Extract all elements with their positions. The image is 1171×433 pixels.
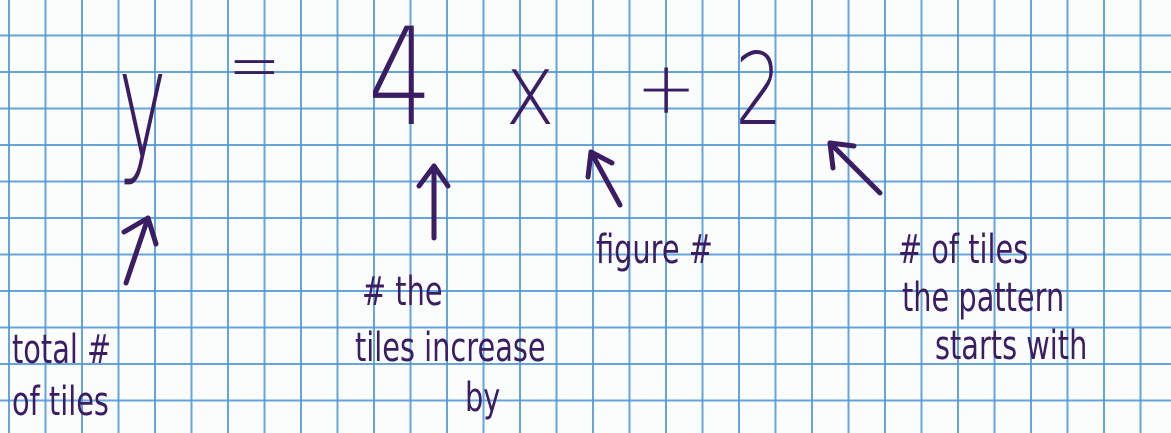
annotation-increase-line3: by bbox=[465, 375, 501, 421]
annotation-figure-number: figure # bbox=[596, 227, 713, 273]
arrow-to-x bbox=[585, 149, 623, 208]
arrow-to-y bbox=[121, 215, 159, 286]
arrow-to-constant bbox=[827, 140, 883, 196]
annotation-increase-line2: tiles increase bbox=[355, 325, 546, 371]
equation-x: x bbox=[505, 31, 556, 148]
equation-coefficient: 4 bbox=[368, 0, 433, 156]
equation-y: y bbox=[118, 18, 167, 192]
equation-equals-sign: = bbox=[228, 24, 281, 106]
annotation-total-line1: total # bbox=[12, 327, 112, 373]
annotation-increase-line1: # the bbox=[362, 269, 443, 315]
equation-constant: 2 bbox=[735, 31, 783, 148]
annotation-start-line3: starts with bbox=[935, 323, 1088, 369]
arrow-to-coefficient bbox=[416, 163, 451, 241]
annotation-start-line2: the pattern bbox=[902, 275, 1065, 321]
equation-plus-sign: + bbox=[636, 46, 697, 130]
annotation-total-line2: of tiles bbox=[12, 379, 109, 425]
annotation-start-line1: # of tiles bbox=[898, 227, 1029, 273]
